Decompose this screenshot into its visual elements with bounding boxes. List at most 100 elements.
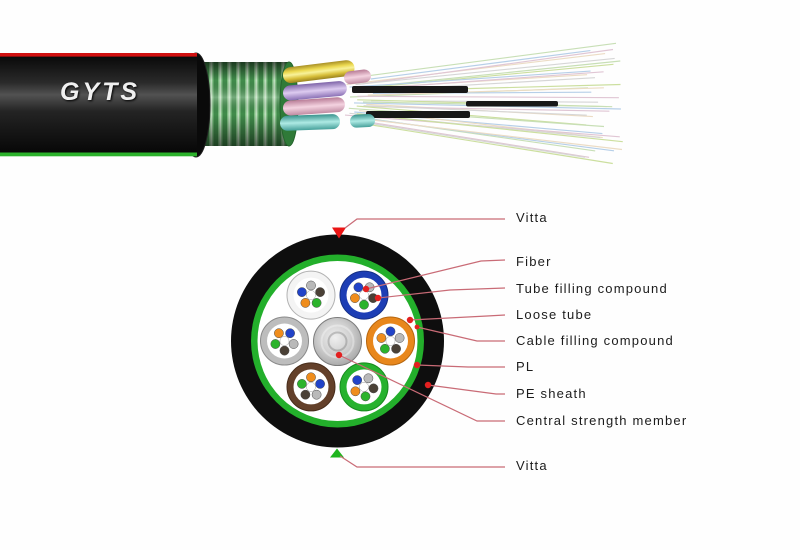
fiber-dot [352,375,363,385]
leader-pe-sheath [427,384,505,395]
fiber-strand [356,119,590,158]
leader-cable-filling [416,326,505,342]
fiber-dot-center [279,336,290,346]
fiber-strand [350,119,586,158]
dot-loose-tube [406,316,414,324]
buffer-tube-cyan [280,114,340,131]
loose-tube-white [286,270,336,320]
fiber-dot [359,299,369,310]
fiber-dot [297,287,307,297]
cross-section [231,218,506,468]
fiber-strand [360,48,614,85]
loose-tube-brown [286,362,336,412]
fiber-dot [363,373,374,384]
strength-member-rods [352,86,558,118]
fiber-dot [376,333,387,343]
fiber-strand [372,91,592,94]
fiber-dot [353,282,364,293]
loose-tube-gray [260,316,309,366]
dot-central-strength [335,351,343,359]
dot-pl [413,361,421,369]
fiber-dot [306,372,316,383]
leader-vitta-bottom [339,455,505,468]
fiber-dot-center [306,382,316,392]
label-cable-filling-compound: Cable filling compound [516,333,674,348]
fiber-dot [391,343,401,354]
loose-tube-blue [339,270,389,320]
fiber-strand [361,122,613,165]
fiber-strand [346,53,606,85]
leader-fiber [365,259,506,290]
fiber-dot [385,326,396,337]
fiber-dot [270,339,281,349]
fiber-dot [311,298,322,308]
leader-central-strength [338,354,505,422]
fiber-dot-center [385,336,396,346]
fiber-dot [311,389,322,400]
label-central-strength-member: Central strength member [516,413,688,428]
fiber-dot [315,379,325,389]
fiber-dot [300,298,311,308]
armor-layer [196,61,299,147]
buffer-tube-lavender [283,81,347,101]
fiber-dot [315,287,325,297]
fiber-dot [350,386,361,397]
fiber-strand [367,87,604,96]
fiber-dot [350,293,360,303]
dot-fiber [362,285,370,293]
dot-cable-filling [414,324,420,330]
fiber-strand [356,105,587,126]
fiber-dot [306,280,316,291]
buffer-tube-cyan-stub [350,114,376,128]
fiber-strand [349,70,591,88]
vitta-marker-bottom [330,448,344,458]
loose-tubes-group [260,270,415,412]
fiber-dot [288,339,299,349]
cable-3d-render [0,42,623,165]
label-loose-tube: Loose tube [516,307,593,322]
buffer-tube-yellow [282,60,355,84]
buffer-tubes [280,60,376,131]
fiber-dot [279,345,290,356]
outer-sheath [0,52,211,158]
loose-tube-green [339,362,389,412]
fiber-strand [370,50,591,80]
fiber-dot [300,389,311,400]
label-fiber: Fiber [516,254,552,269]
fiber-dot [285,328,295,339]
fiber-strand [355,57,615,86]
leader-vitta-top [344,218,505,229]
dot-tube-filling [374,294,382,302]
fiber-strand [363,105,587,116]
fiber-dot-center [306,290,316,300]
stripe-red [0,53,197,57]
leader-pl [416,364,505,368]
buffer-tube-pink-stub [344,69,371,85]
fiber-dot [297,379,307,389]
stripe-green [0,152,197,157]
dot-pe-sheath [424,381,432,389]
loose-tube-orange [366,316,415,366]
fiber-strand [356,113,623,143]
label-pl: PL [516,359,535,374]
buffer-tube-pink [283,97,345,116]
fiber-strand [357,63,614,90]
fiber-dot [394,333,405,343]
label-vitta-bottom: Vitta [516,458,548,473]
label-pe-sheath: PE sheath [516,386,587,401]
fiber-strand [344,42,617,80]
cable-model-label: GYTS [60,78,141,106]
fiber-dot [360,391,371,402]
vitta-marker-top [332,227,346,239]
central-strength-member [313,317,362,366]
leader-tube-filling [377,287,506,299]
fiber-dot [274,328,284,339]
fiber-dot [368,383,379,394]
leader-loose-tube [409,314,506,321]
fiber-strand [352,117,623,151]
leader-lines [335,218,506,468]
label-vitta-top: Vitta [516,210,548,225]
fiber-strand [357,95,619,99]
